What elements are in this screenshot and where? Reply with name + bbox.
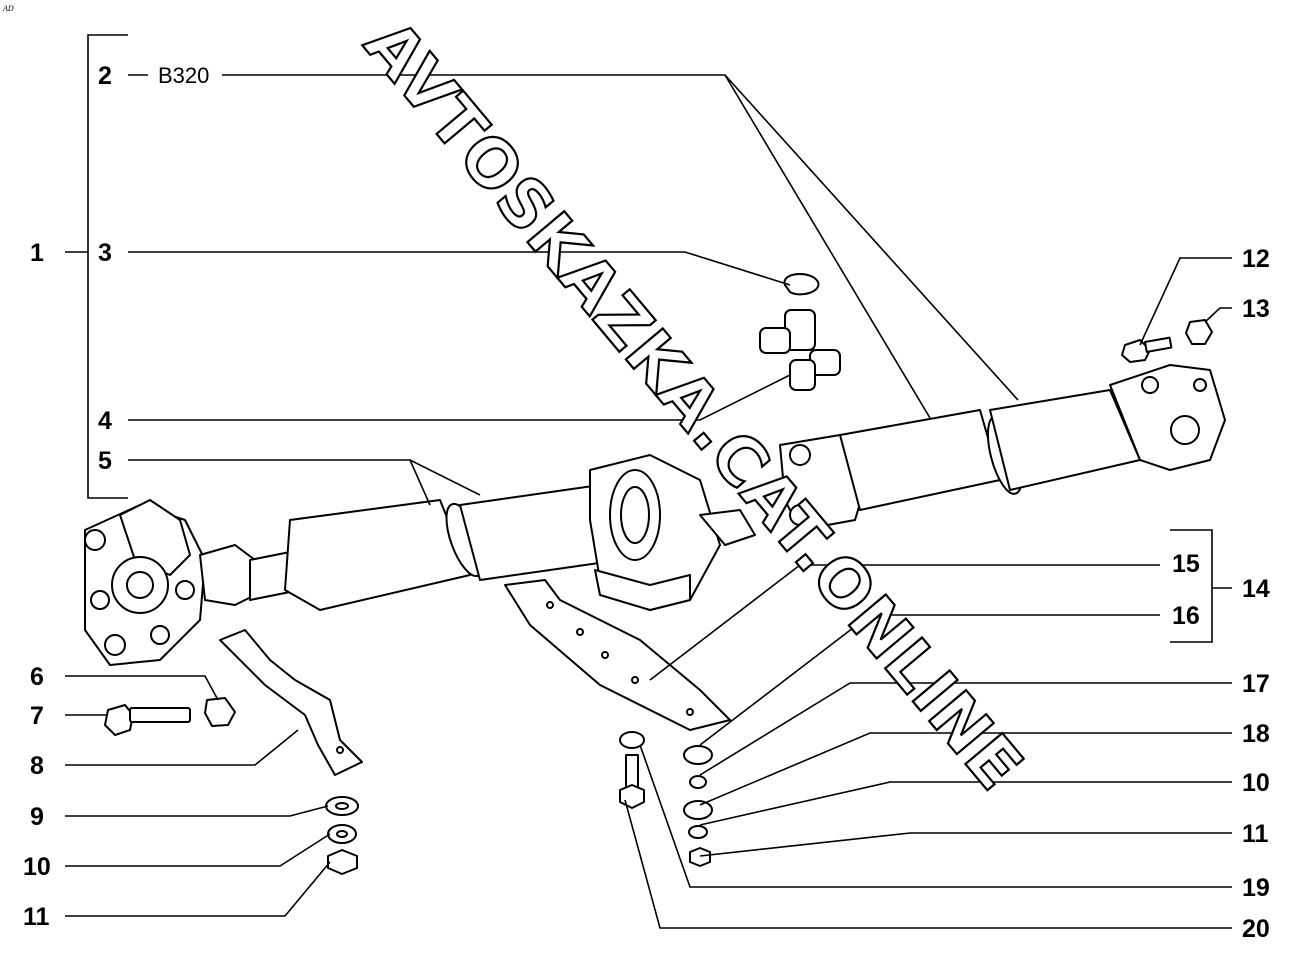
callout-9: 9 [30,803,44,831]
callout-7: 7 [30,702,44,730]
callout-14: 14 [1242,575,1270,603]
callout-labels: 2 B320 1 3 4 5 6 7 8 9 10 11 12 13 14 15… [23,62,1270,943]
callout-8: 8 [30,752,44,780]
callout-16: 16 [1172,602,1200,630]
callout-19: 19 [1242,874,1270,902]
callout-6: 6 [30,663,44,691]
center-bearing-drawing [589,454,756,611]
callout-10-left: 10 [23,853,51,881]
callout-13: 13 [1242,295,1270,323]
universal-joint-drawing [759,273,841,391]
callout-17: 17 [1242,670,1270,698]
flex-coupling-drawing [84,499,256,666]
callout-11-right: 11 [1242,820,1269,848]
callout-11-left: 11 [23,903,50,931]
callout-1: 1 [30,239,44,267]
corner-mark: AD [2,4,14,13]
callout-5: 5 [98,447,112,475]
coupling-bolt-nut-drawing [104,697,236,736]
callout-10-right: 10 [1242,769,1270,797]
callout-3: 3 [98,239,112,267]
callout-20: 20 [1242,915,1270,943]
support-bracket-drawing [504,579,731,731]
left-washers-drawing [325,796,359,875]
leader-lines [65,34,1232,929]
bracket-bolt-drawing [619,731,645,809]
callout-2: 2 [98,62,112,90]
callout-18: 18 [1242,720,1270,748]
front-shaft-drawing [249,484,621,611]
callout-4: 4 [98,407,112,435]
callout-12: 12 [1242,245,1270,273]
right-washers-drawing [683,745,713,867]
callout-15: 15 [1172,550,1200,578]
front-bracket-drawing [219,629,363,776]
flange-bolt-nut-drawing [1121,319,1213,363]
callout-2-code: B320 [158,63,209,88]
rear-shaft-drawing [779,364,1226,531]
